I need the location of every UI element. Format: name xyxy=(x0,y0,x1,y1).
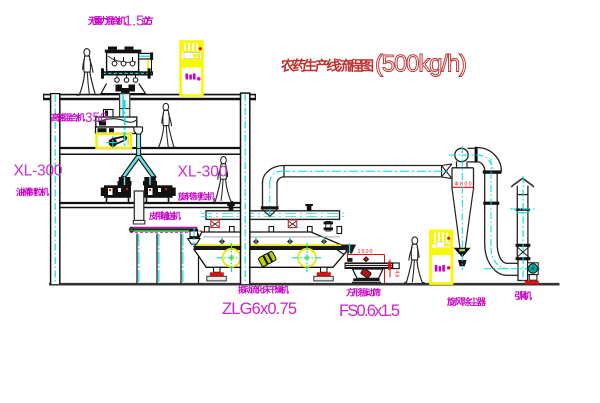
svg-text:引风机: 引风机 xyxy=(514,290,532,301)
svg-text:皮带输送机: 皮带输送机 xyxy=(148,210,181,221)
svg-text:振动流化床干燥机: 振动流化床干燥机 xyxy=(238,285,290,295)
svg-text:立方: 立方 xyxy=(142,15,154,26)
svg-text:350: 350 xyxy=(85,110,108,125)
svg-text:旋转制粒机: 旋转制粒机 xyxy=(177,191,215,202)
svg-text:XL-300: XL-300 xyxy=(178,164,228,181)
svg-text:FS0.6x1.5: FS0.6x1.5 xyxy=(339,302,400,320)
svg-text:1.5: 1.5 xyxy=(124,14,144,30)
svg-text:方形振动筛: 方形振动筛 xyxy=(346,287,381,298)
svg-text:1500: 1500 xyxy=(358,249,373,255)
svg-text:旋风除尘器: 旋风除尘器 xyxy=(446,296,487,307)
svg-text:油桶制粒机: 油桶制粒机 xyxy=(16,186,49,197)
svg-text:无重力混合机: 无重力混合机 xyxy=(87,15,127,26)
svg-text:XL-300: XL-300 xyxy=(14,163,63,180)
svg-text:ZLG6x0.75: ZLG6x0.75 xyxy=(222,300,297,318)
svg-text:(500kg/h): (500kg/h) xyxy=(375,51,467,78)
svg-text:高速混合机: 高速混合机 xyxy=(51,112,85,123)
svg-text:546: 546 xyxy=(394,266,400,277)
svg-text:农药生产线流程图: 农药生产线流程图 xyxy=(280,58,374,74)
